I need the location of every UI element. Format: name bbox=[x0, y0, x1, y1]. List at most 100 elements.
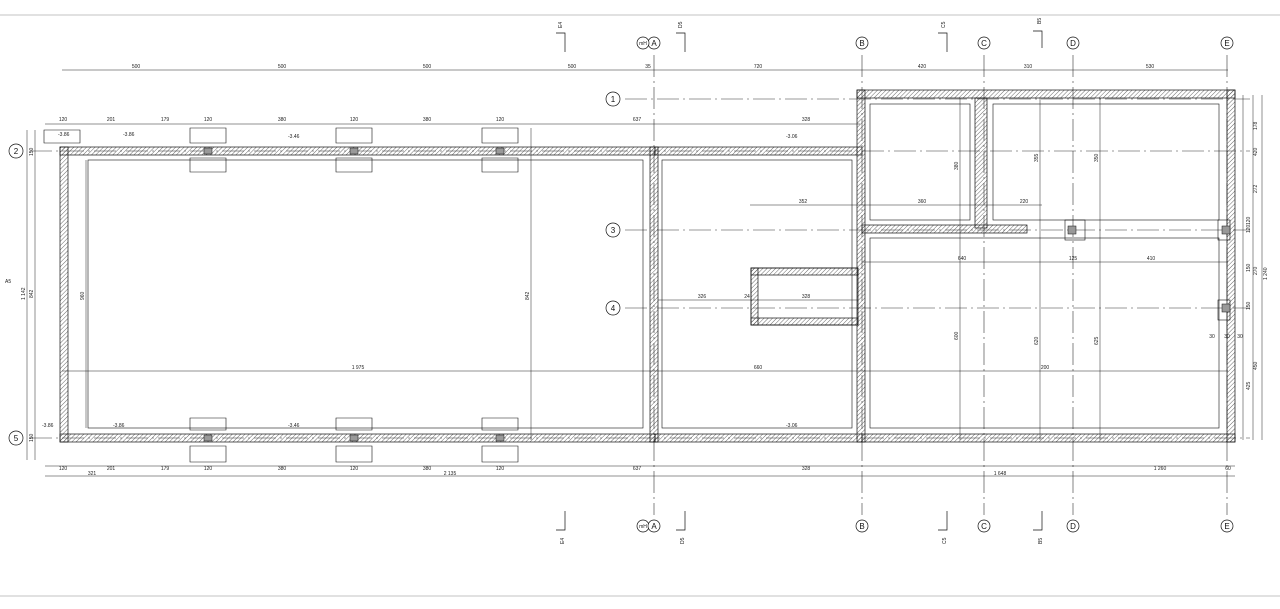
svg-text:120: 120 bbox=[350, 466, 359, 472]
svg-text:355: 355 bbox=[1034, 153, 1040, 162]
svg-text:E4: E4 bbox=[560, 538, 566, 544]
svg-text:1: 1 bbox=[611, 95, 616, 104]
svg-text:3: 3 bbox=[611, 226, 616, 235]
svg-text:5: 5 bbox=[14, 434, 19, 443]
axis-marker-mh-top: mH bbox=[636, 36, 650, 50]
svg-text:178: 178 bbox=[1253, 121, 1259, 130]
axis-markers-top: A mH B C D E bbox=[636, 36, 1234, 50]
svg-text:842: 842 bbox=[29, 289, 35, 298]
svg-text:1 975: 1 975 bbox=[352, 365, 365, 371]
svg-text:4: 4 bbox=[611, 304, 616, 313]
svg-text:E4: E4 bbox=[558, 22, 564, 28]
axis-marker-E-top: E bbox=[1220, 36, 1234, 50]
svg-text:-3.86: -3.86 bbox=[113, 423, 125, 429]
row-marker-2: 2 bbox=[8, 143, 24, 159]
svg-text:150: 150 bbox=[29, 433, 35, 442]
room-outlines bbox=[87, 103, 1231, 429]
svg-text:637: 637 bbox=[633, 117, 642, 123]
svg-text:120: 120 bbox=[204, 117, 213, 123]
dimension-lines bbox=[26, 69, 1263, 477]
svg-text:A5: A5 bbox=[5, 279, 11, 285]
row-markers: 1 2 3 4 5 bbox=[8, 91, 621, 446]
wall-columns bbox=[203, 147, 1231, 442]
wall-dimensions-bottom: 120 201 179 120 380 120 380 120 637 328 … bbox=[59, 466, 1231, 472]
svg-text:C5: C5 bbox=[942, 537, 948, 544]
overall-dimensions: 321 2 135 1 648 1 260 bbox=[88, 466, 1167, 477]
svg-text:120: 120 bbox=[496, 466, 505, 472]
section-marks bbox=[556, 30, 1043, 531]
svg-text:410: 410 bbox=[1147, 256, 1156, 262]
svg-text:A: A bbox=[651, 39, 657, 48]
svg-text:2: 2 bbox=[14, 147, 19, 156]
svg-text:-3.06: -3.06 bbox=[786, 423, 798, 429]
svg-text:1 260: 1 260 bbox=[1154, 466, 1167, 472]
svg-text:-3.46: -3.46 bbox=[288, 423, 300, 429]
svg-text:220: 220 bbox=[1020, 199, 1029, 205]
svg-text:500: 500 bbox=[568, 64, 577, 70]
svg-text:120: 120 bbox=[59, 466, 68, 472]
svg-text:120: 120 bbox=[1246, 216, 1252, 225]
axis-marker-mh-bottom: mH bbox=[636, 519, 650, 533]
axis-marker-D-top: D bbox=[1066, 36, 1080, 50]
svg-text:660: 660 bbox=[754, 365, 763, 371]
svg-text:30: 30 bbox=[1224, 334, 1230, 340]
footings bbox=[43, 127, 519, 463]
svg-text:201: 201 bbox=[107, 466, 116, 472]
svg-text:E: E bbox=[1224, 39, 1229, 48]
axis-markers-bottom: mH A B C D E bbox=[636, 519, 1234, 533]
svg-text:150: 150 bbox=[1246, 301, 1252, 310]
interior-dimensions: 1 975 660 200 352 360 220 640 125 410 32… bbox=[80, 153, 1243, 371]
svg-text:380: 380 bbox=[278, 117, 287, 123]
svg-text:500: 500 bbox=[423, 64, 432, 70]
svg-text:500: 500 bbox=[278, 64, 287, 70]
svg-text:321: 321 bbox=[88, 471, 97, 477]
svg-text:352: 352 bbox=[799, 199, 808, 205]
svg-text:-3.06: -3.06 bbox=[786, 134, 798, 140]
svg-text:270: 270 bbox=[1253, 266, 1259, 275]
svg-text:179: 179 bbox=[161, 466, 170, 472]
svg-text:201: 201 bbox=[107, 117, 116, 123]
svg-text:B: B bbox=[859, 39, 864, 48]
svg-text:120: 120 bbox=[1246, 224, 1252, 233]
svg-text:120: 120 bbox=[204, 466, 213, 472]
svg-text:D5: D5 bbox=[678, 21, 684, 28]
svg-text:500: 500 bbox=[132, 64, 141, 70]
svg-text:30: 30 bbox=[1209, 334, 1215, 340]
row-marker-4: 4 bbox=[605, 300, 621, 316]
svg-text:A: A bbox=[651, 522, 657, 531]
svg-text:425: 425 bbox=[1246, 381, 1252, 390]
axis-marker-A-bottom: A bbox=[647, 519, 661, 533]
svg-text:450: 450 bbox=[1253, 361, 1259, 370]
svg-text:328: 328 bbox=[802, 466, 811, 472]
axis-marker-C-top: C bbox=[977, 36, 991, 50]
section-mark-labels: E4 D5 C5 B5 E4 D5 C5 B5 A5 bbox=[5, 18, 1044, 544]
axis-marker-B-bottom: B bbox=[855, 519, 869, 533]
svg-text:C: C bbox=[981, 522, 987, 531]
svg-text:60: 60 bbox=[1225, 466, 1231, 472]
svg-text:D5: D5 bbox=[680, 537, 686, 544]
svg-text:120: 120 bbox=[496, 117, 505, 123]
svg-text:C: C bbox=[981, 39, 987, 48]
svg-text:420: 420 bbox=[918, 64, 927, 70]
row-marker-3: 3 bbox=[605, 222, 621, 238]
svg-text:380: 380 bbox=[278, 466, 287, 472]
svg-text:1 142: 1 142 bbox=[21, 287, 27, 300]
svg-text:637: 637 bbox=[633, 466, 642, 472]
svg-text:625: 625 bbox=[1094, 336, 1100, 345]
svg-text:720: 720 bbox=[754, 64, 763, 70]
svg-text:326: 326 bbox=[698, 294, 707, 300]
svg-text:D: D bbox=[1070, 522, 1076, 531]
svg-text:120: 120 bbox=[350, 117, 359, 123]
walls bbox=[59, 89, 1236, 443]
svg-text:200: 200 bbox=[1041, 365, 1050, 371]
axis-marker-B-top: B bbox=[855, 36, 869, 50]
svg-text:150: 150 bbox=[29, 147, 35, 156]
svg-text:D: D bbox=[1070, 39, 1076, 48]
svg-text:2 135: 2 135 bbox=[444, 471, 457, 477]
svg-text:380: 380 bbox=[423, 466, 432, 472]
svg-text:-3.86: -3.86 bbox=[58, 132, 70, 138]
svg-text:30: 30 bbox=[1237, 334, 1243, 340]
svg-text:24: 24 bbox=[744, 294, 750, 300]
svg-text:B5: B5 bbox=[1037, 18, 1043, 24]
axis-marker-A-top: A bbox=[647, 36, 661, 50]
